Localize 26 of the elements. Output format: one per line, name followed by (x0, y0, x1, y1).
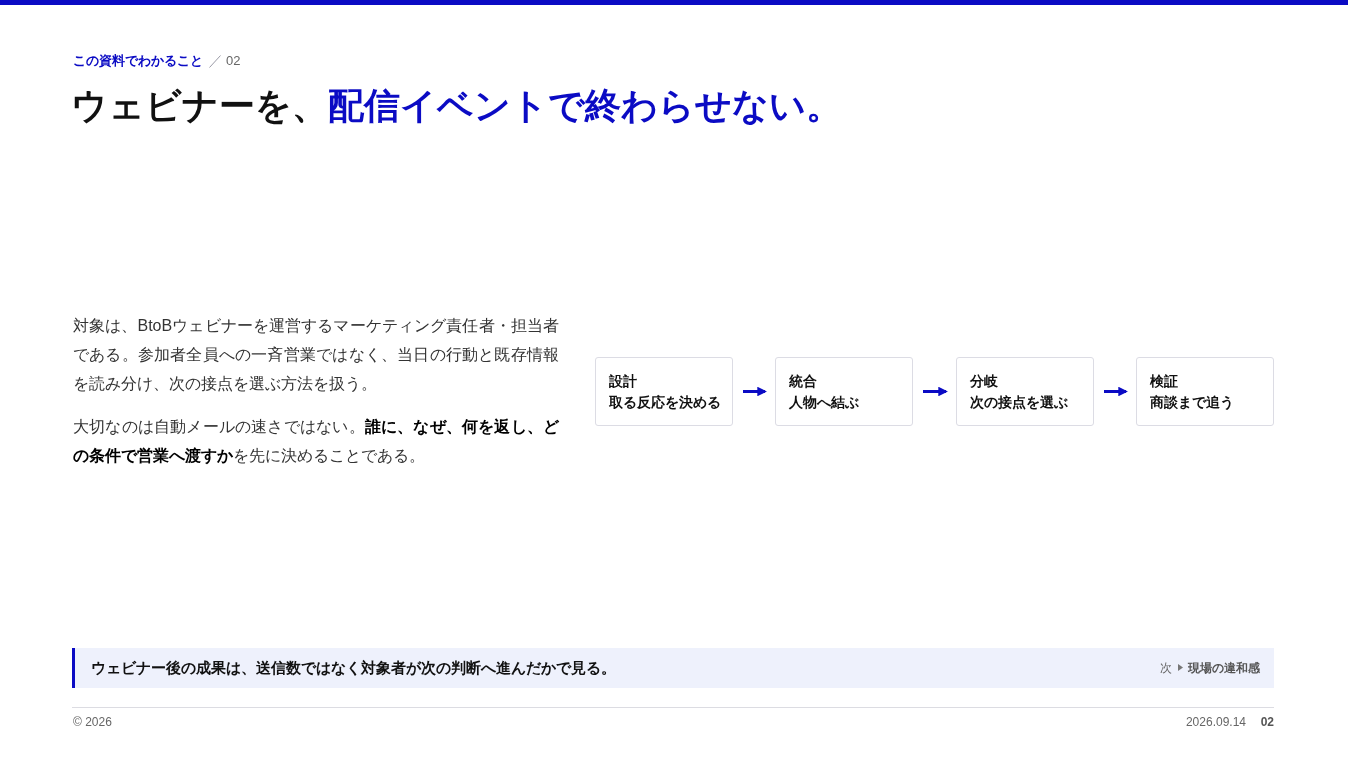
step-box (956, 357, 1094, 426)
step-box (775, 357, 913, 426)
next-section-title: 現場の違和感 (1188, 660, 1260, 676)
intro-paragraph: 対象は、BtoBウェビナーを運営するマーケティング責任者・担当者である。参加者全員への一斉営業ではなく、当日の行動と既存情報を読み分け、次の接点を選ぶ方法を扱う。 (73, 316, 559, 394)
step-description: 商談まで追う (1150, 394, 1235, 412)
date-text: 2026.09.14 (1185, 714, 1246, 730)
step-title: 検証 (1150, 373, 1179, 391)
section-number: 02 (226, 52, 241, 70)
step-title: 統合 (789, 373, 818, 391)
slide-title: ウェビナーを、配信イベントで終わらせない。 (71, 85, 842, 128)
step-box (595, 357, 733, 426)
page-number: 02 (1260, 714, 1274, 730)
step-title: 設計 (609, 373, 638, 391)
key-paragraph: 大切なのは自動メールの速さではない。誰に、なぜ、何を返し、どの条件で営業へ渡すかを先に決めることである。 (73, 417, 559, 466)
summary-text: ウェビナー後の成果は、送信数ではなく対象者が次の判断へ進んだかで見る。 (91, 658, 616, 678)
copyright-text: © 2026 (73, 714, 112, 730)
arrow (923, 386, 948, 397)
eyebrow-text: この資料でわかること (73, 52, 203, 70)
step-box (1136, 357, 1274, 426)
step-title: 分岐 (970, 373, 999, 391)
step-description: 次の接点を選ぶ (970, 394, 1069, 412)
step-description: 取る反応を決める (609, 394, 722, 412)
step-description: 人物へ結ぶ (789, 394, 860, 412)
arrow (743, 386, 767, 397)
arrow (1104, 386, 1128, 397)
next-label: 次 (1160, 660, 1172, 676)
